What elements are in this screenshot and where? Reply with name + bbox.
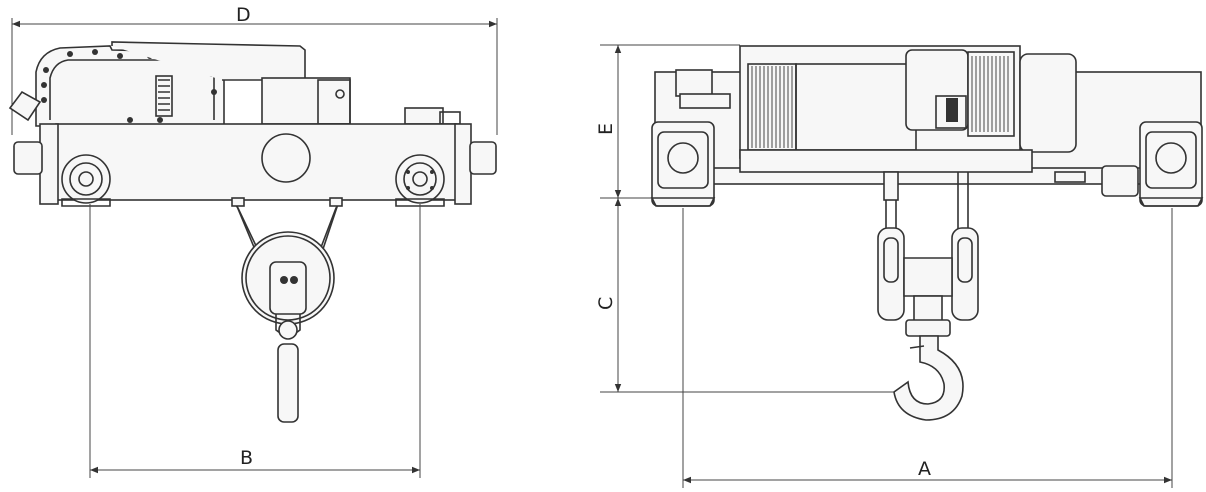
end-carriage-right — [1101, 121, 1204, 207]
end-carriage-left — [650, 121, 716, 207]
front-view: E C — [595, 44, 1204, 488]
dimension-d-label: D — [236, 4, 251, 26]
motor — [905, 49, 1077, 153]
wheel-right — [395, 154, 445, 207]
hook-shank — [277, 343, 299, 423]
motor-housing — [8, 41, 306, 127]
wheel-left — [61, 154, 111, 207]
hook — [893, 335, 964, 421]
side-view: D — [8, 4, 498, 478]
hook-block — [877, 171, 979, 421]
dimension-a: A — [682, 208, 1173, 488]
dimension-b: B — [89, 204, 421, 478]
dimension-c: C — [595, 198, 895, 393]
control-box — [261, 77, 351, 125]
dimension-e-label: E — [595, 123, 617, 135]
dimension-b-label: B — [240, 447, 253, 469]
rope-block — [231, 197, 343, 423]
dimension-e: E — [595, 44, 740, 199]
dimension-c-label: C — [595, 297, 617, 310]
dimension-d: D — [11, 4, 498, 135]
frame-hole — [261, 133, 311, 183]
dimension-a-label: A — [918, 458, 931, 480]
frame-beam — [55, 123, 457, 201]
